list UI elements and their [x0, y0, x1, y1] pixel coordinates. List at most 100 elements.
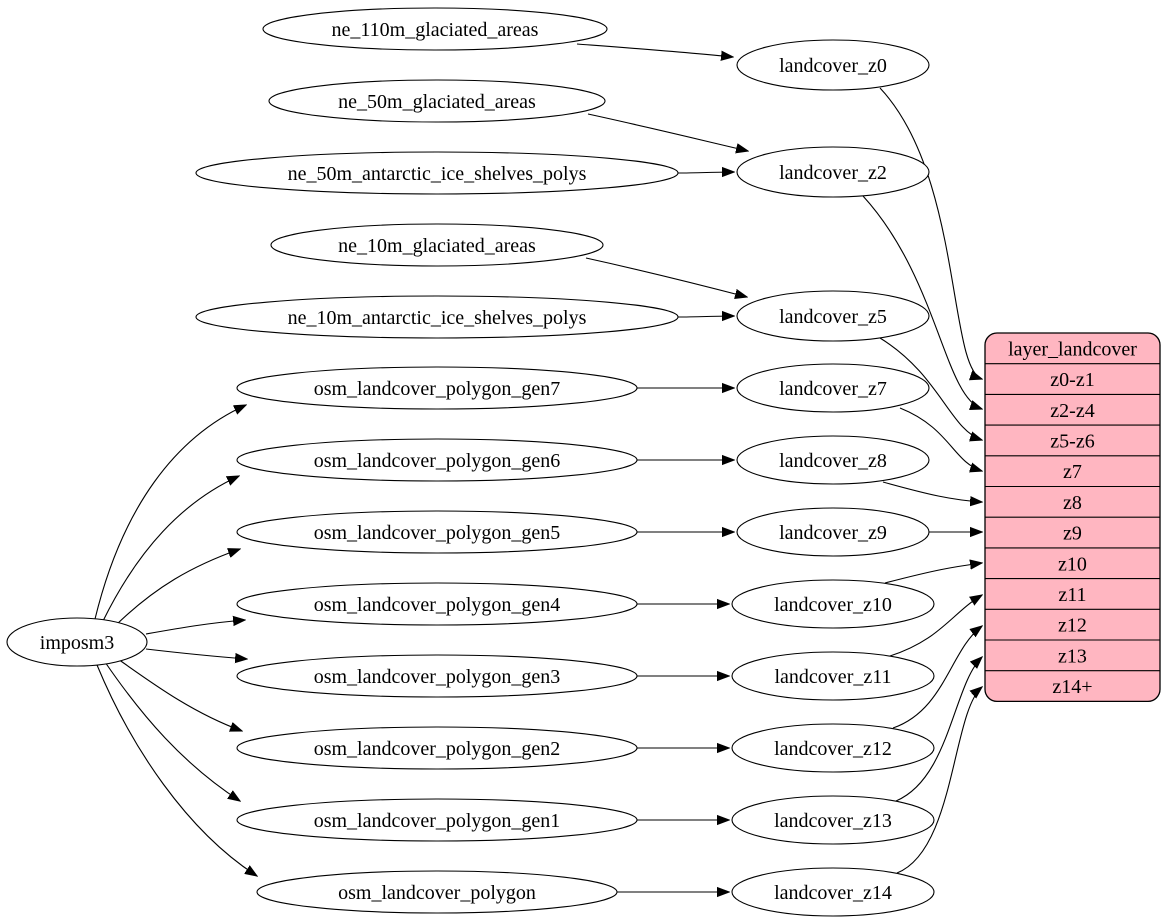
node-osm_landcover_polygon_gen1: osm_landcover_polygon_gen1 [236, 798, 638, 842]
edge-landcover_z8-to-layer_landcover-z8 [882, 481, 982, 502]
node-ellipse-landcover_z11 [731, 651, 935, 701]
record-row-z11: z11 [1058, 584, 1086, 606]
node-ne_10m_glaciated_areas: ne_10m_glaciated_areas [270, 223, 604, 267]
node-landcover_z0: landcover_z0 [736, 39, 930, 91]
node-ellipse-osm_landcover_polygon_gen1 [236, 798, 638, 842]
node-ellipse-osm_landcover_polygon_gen5 [236, 510, 638, 554]
node-layer_landcover: layer_landcoverz0-z1z2-z4z5-z6z7z8z9z10z… [984, 332, 1161, 703]
record-row-z8: z8 [1063, 492, 1082, 514]
node-label-osm_landcover_polygon_gen3: osm_landcover_polygon_gen3 [314, 666, 561, 688]
node-ellipse-landcover_z10 [731, 579, 935, 629]
edge-imposm3-to-osm_landcover_polygon_gen7 [94, 405, 246, 620]
node-label-landcover_z8: landcover_z8 [779, 450, 887, 472]
edge-landcover_z10-to-layer_landcover-z10 [884, 563, 982, 584]
edge-landcover_z13-to-layer_landcover-z13 [895, 657, 982, 802]
edge-landcover_z12-to-layer_landcover-z12 [892, 626, 982, 729]
edge-imposm3-to-osm_landcover_polygon_gen5 [114, 549, 240, 627]
node-label-landcover_z2: landcover_z2 [779, 162, 887, 184]
edge-imposm3-to-osm_landcover_polygon_gen1 [104, 661, 240, 801]
edge-imposm3-to-osm_landcover_polygon [96, 664, 257, 876]
node-ellipse-landcover_z14 [731, 867, 935, 917]
node-landcover_z13: landcover_z13 [731, 795, 935, 845]
node-imposm3: imposm3 [6, 617, 148, 667]
record-row-z10: z10 [1058, 553, 1087, 575]
node-ellipse-osm_landcover_polygon_gen3 [236, 654, 638, 698]
edge-imposm3-to-osm_landcover_polygon_gen3 [145, 648, 247, 659]
record-title: layer_landcover [1008, 338, 1137, 360]
node-ellipse-ne_10m_antarctic_ice_shelves_polys [195, 295, 679, 339]
node-ellipse-landcover_z9 [736, 507, 930, 557]
edge-landcover_z14-to-layer_landcover-z14+ [896, 687, 982, 874]
node-ellipse-landcover_z8 [736, 435, 930, 485]
edge-imposm3-to-osm_landcover_polygon_gen4 [145, 620, 245, 635]
node-ellipse-osm_landcover_polygon_gen2 [236, 726, 638, 770]
record-row-z12: z12 [1058, 615, 1087, 637]
node-osm_landcover_polygon_gen3: osm_landcover_polygon_gen3 [236, 654, 638, 698]
node-ellipse-osm_landcover_polygon [256, 870, 618, 914]
edge-ne_50m_antarctic_ice_shelves_polys-to-landcover_z2 [677, 172, 734, 173]
node-label-ne_10m_glaciated_areas: ne_10m_glaciated_areas [338, 235, 536, 257]
edge-imposm3-to-osm_landcover_polygon_gen6 [102, 476, 239, 622]
node-ellipse-osm_landcover_polygon_gen4 [236, 582, 638, 626]
edge-landcover_z0-to-layer_landcover-z0-z1 [879, 87, 982, 379]
node-label-osm_landcover_polygon_gen1: osm_landcover_polygon_gen1 [314, 810, 561, 832]
node-osm_landcover_polygon_gen6: osm_landcover_polygon_gen6 [236, 438, 638, 482]
node-osm_landcover_polygon_gen4: osm_landcover_polygon_gen4 [236, 582, 638, 626]
node-ellipse-ne_50m_glaciated_areas [268, 79, 606, 123]
node-ne_110m_glaciated_areas: ne_110m_glaciated_areas [262, 7, 608, 51]
node-ellipse-ne_110m_glaciated_areas [262, 7, 608, 51]
node-osm_landcover_polygon_gen7: osm_landcover_polygon_gen7 [236, 366, 638, 410]
node-ellipse-ne_50m_antarctic_ice_shelves_polys [195, 151, 679, 195]
edge-ne_10m_glaciated_areas-to-landcover_z5 [585, 257, 747, 297]
node-label-landcover_z9: landcover_z9 [779, 522, 887, 544]
record-layer: layer_landcoverz0-z1z2-z4z5-z6z7z8z9z10z… [984, 332, 1161, 703]
node-ellipse-osm_landcover_polygon_gen6 [236, 438, 638, 482]
edge-ne_50m_glaciated_areas-to-landcover_z2 [587, 113, 748, 151]
edge-landcover_z7-to-layer_landcover-z7 [899, 407, 982, 471]
node-ellipse-osm_landcover_polygon_gen7 [236, 366, 638, 410]
node-label-osm_landcover_polygon_gen2: osm_landcover_polygon_gen2 [314, 738, 561, 760]
edge-imposm3-to-osm_landcover_polygon_gen2 [117, 658, 242, 731]
node-label-landcover_z12: landcover_z12 [774, 738, 892, 760]
edge-ne_10m_antarctic_ice_shelves_polys-to-landcover_z5 [677, 316, 734, 317]
record-row-z9: z9 [1063, 523, 1082, 545]
node-label-ne_50m_glaciated_areas: ne_50m_glaciated_areas [338, 91, 536, 113]
node-ne_50m_glaciated_areas: ne_50m_glaciated_areas [268, 79, 606, 123]
node-landcover_z10: landcover_z10 [731, 579, 935, 629]
node-ellipse-landcover_z12 [731, 723, 935, 773]
node-ellipse-imposm3 [6, 617, 148, 667]
node-ellipse-landcover_z13 [731, 795, 935, 845]
edges-layer [94, 43, 982, 892]
edge-ne_110m_glaciated_areas-to-landcover_z0 [576, 43, 733, 57]
record-row-z2-z4: z2-z4 [1050, 400, 1094, 422]
nodes-layer: imposm3 ne_110m_glaciated_areas ne_50m_gla… [6, 7, 935, 917]
node-landcover_z5: landcover_z5 [736, 290, 930, 342]
node-ne_50m_antarctic_ice_shelves_polys: ne_50m_antarctic_ice_shelves_polys [195, 151, 679, 195]
node-label-ne_50m_antarctic_ice_shelves_polys: ne_50m_antarctic_ice_shelves_polys [288, 163, 587, 185]
node-ellipse-landcover_z0 [736, 39, 930, 91]
record-row-z14+: z14+ [1052, 676, 1092, 698]
node-ellipse-ne_10m_glaciated_areas [270, 223, 604, 267]
record-row-z7: z7 [1063, 461, 1082, 483]
node-label-imposm3: imposm3 [40, 632, 114, 654]
node-label-osm_landcover_polygon_gen5: osm_landcover_polygon_gen5 [314, 522, 561, 544]
node-osm_landcover_polygon: osm_landcover_polygon [256, 870, 618, 914]
node-label-landcover_z11: landcover_z11 [775, 666, 892, 688]
node-ellipse-landcover_z7 [736, 363, 930, 413]
node-label-osm_landcover_polygon_gen6: osm_landcover_polygon_gen6 [314, 450, 561, 472]
edge-landcover_z11-to-layer_landcover-z11 [889, 595, 982, 657]
node-label-ne_10m_antarctic_ice_shelves_polys: ne_10m_antarctic_ice_shelves_polys [288, 307, 587, 329]
node-osm_landcover_polygon_gen5: osm_landcover_polygon_gen5 [236, 510, 638, 554]
node-landcover_z12: landcover_z12 [731, 723, 935, 773]
node-label-landcover_z5: landcover_z5 [779, 306, 887, 328]
record-row-z0-z1: z0-z1 [1050, 369, 1094, 391]
node-label-osm_landcover_polygon_gen4: osm_landcover_polygon_gen4 [314, 594, 561, 616]
node-landcover_z9: landcover_z9 [736, 507, 930, 557]
node-label-landcover_z13: landcover_z13 [774, 810, 892, 832]
edge-landcover_z5-to-layer_landcover-z5-z6 [879, 337, 982, 440]
node-label-landcover_z7: landcover_z7 [779, 378, 887, 400]
node-label-landcover_z10: landcover_z10 [774, 594, 892, 616]
node-label-landcover_z14: landcover_z14 [774, 882, 892, 904]
